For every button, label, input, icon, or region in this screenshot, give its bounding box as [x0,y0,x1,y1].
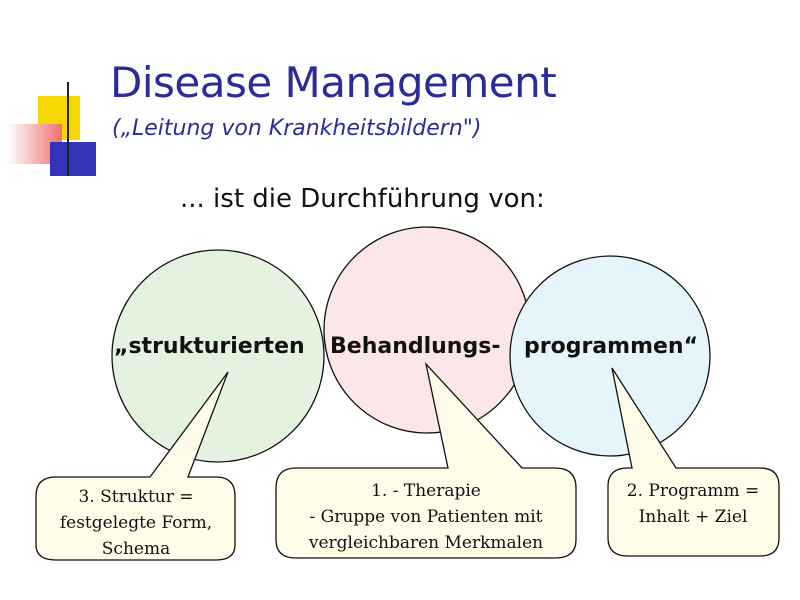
phrase-word-behandlungs: Behandlungs- [330,334,501,359]
callout-center-shape [275,361,577,559]
phrase-word-programmen: programmen“ [524,334,699,359]
blue-square-shape [50,142,96,176]
circle-center [323,226,531,434]
circle-right [509,255,711,457]
callout-left-shape [35,371,236,561]
phrase-word-strukturierten: „strukturierten [114,334,305,359]
circle-left [111,249,325,463]
slide-title: Disease Management [110,58,557,107]
callout-center-text: 1. - Therapie - Gruppe von Patienten mit… [308,481,544,553]
slide-subtitle: („Leitung von Krankheitsbildern") [112,116,482,141]
callout-right-shape [607,367,780,557]
callout-right-text: 2. Programm = Inhalt + Ziel [626,481,760,527]
callout-left-text: 3. Struktur = festgelegte Form, Schema [59,487,213,559]
title-decoration [8,82,800,176]
intro-text: ... ist die Durchführung von: [180,184,545,214]
